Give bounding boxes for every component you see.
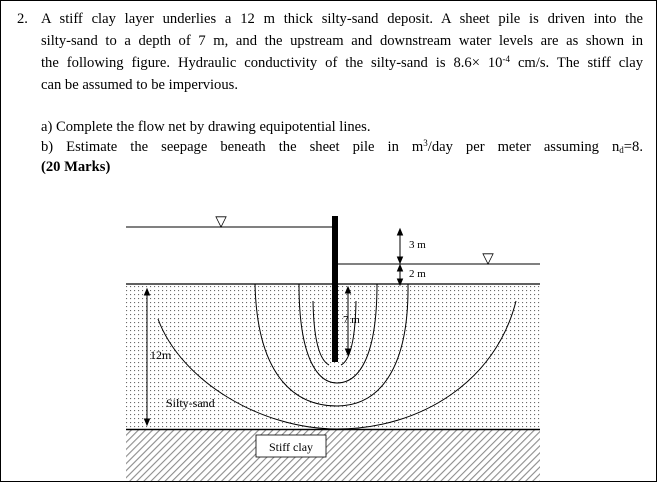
upstream-water-marker: ▽	[215, 214, 227, 230]
flow-line-3	[157, 300, 517, 430]
part-b: b) Estimate the seepage beneath the shee…	[41, 136, 643, 158]
statement-line-4: can be assumed to be impervious.	[41, 77, 238, 93]
statement-line-2: silty-sand to a depth of 7 m, and the up…	[41, 33, 643, 49]
stiff-clay-label: Stiff clay	[269, 440, 313, 454]
marks-label: (20 Marks)	[41, 159, 111, 175]
flow-line-inner-left	[312, 300, 330, 366]
part-b-subscript: d	[619, 145, 624, 155]
statement-line-3: the following figure. Hydraulic conducti…	[41, 52, 643, 74]
downstream-head-label: 2 m	[409, 268, 426, 280]
question-number: 2.	[17, 11, 28, 27]
layer-thickness-dimension	[143, 287, 151, 427]
stiff-clay-layer	[126, 430, 540, 481]
conductivity-exponent: -4	[502, 54, 510, 64]
statement-line-3-tail: cm/s. The stiff clay	[509, 55, 643, 71]
part-b-mid: /day per meter assuming n	[427, 139, 620, 155]
statement-line-3-text: the following figure. Hydraulic conducti…	[41, 55, 503, 71]
silty-sand-label: Silty-sand	[166, 396, 215, 410]
sheet-pile	[332, 216, 338, 362]
flow-line-inner-right	[340, 300, 357, 366]
pile-depth-dimension	[344, 285, 352, 357]
part-b-suffix: =8.	[623, 139, 643, 155]
part-b-text: b) Estimate the seepage beneath the shee…	[41, 136, 643, 158]
pile-depth-label: 7 m	[343, 314, 360, 326]
part-a: a) Complete the flow net by drawing equi…	[41, 116, 643, 138]
problem-statement: A stiff clay layer underlies a 12 m thic…	[41, 8, 643, 96]
upstream-head-label: 3 m	[409, 239, 426, 251]
stiff-clay-label-box	[255, 434, 327, 458]
part-a-text: a) Complete the flow net by drawing equi…	[41, 119, 371, 135]
part-b-unit-exponent: 3	[423, 138, 428, 148]
downstream-water-marker: ▽	[482, 251, 494, 267]
part-b-prefix: b) Estimate the seepage beneath the shee…	[41, 139, 424, 155]
flow-line-2	[254, 283, 409, 407]
flow-line-1	[298, 283, 378, 384]
layer-thickness-label: 12m	[150, 348, 172, 362]
statement-line-1: A stiff clay layer underlies a 12 m thic…	[41, 11, 643, 27]
flow-lines	[157, 283, 517, 430]
head-dimensions	[396, 227, 404, 287]
